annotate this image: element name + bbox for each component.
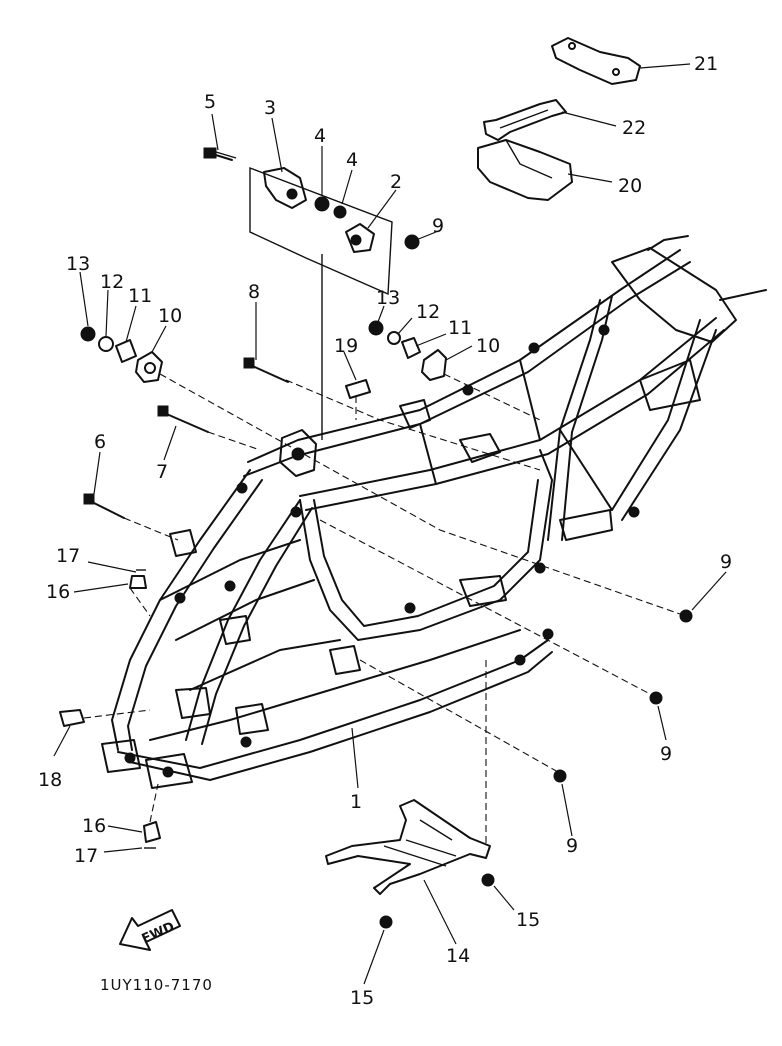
left-collar-stack	[80, 326, 163, 383]
callout-17: 17	[56, 545, 80, 567]
callout-4: 4	[314, 125, 326, 147]
callout-9: 9	[566, 835, 578, 857]
callout-21: 21	[694, 53, 718, 75]
callout-15: 15	[350, 987, 374, 1009]
right-collar-stack	[368, 320, 447, 381]
callout-9: 9	[660, 743, 672, 765]
part-22-bracket	[483, 99, 567, 141]
callout-9: 9	[720, 551, 732, 573]
bolt-6	[83, 493, 125, 519]
callout-16: 16	[46, 581, 70, 603]
part-19-plate	[345, 379, 371, 399]
leader-lines	[53, 63, 727, 985]
bolt-7	[157, 405, 209, 433]
part-18-fitting	[59, 709, 85, 727]
engine-mount-bracket-group	[203, 147, 420, 440]
bolt-8	[243, 357, 289, 383]
callout-10: 10	[158, 305, 182, 327]
callout-13: 13	[376, 287, 400, 309]
fwd-arrow-icon: FWD	[119, 909, 181, 951]
callout-2: 2	[390, 171, 402, 193]
callout-16: 16	[82, 815, 106, 837]
part-15-bolts	[379, 873, 495, 929]
callout-22: 22	[622, 117, 646, 139]
callout-8: 8	[248, 281, 260, 303]
callout-4: 4	[346, 149, 358, 171]
callout-19: 19	[334, 335, 358, 357]
part-20-pad	[477, 139, 573, 201]
callout-3: 3	[264, 97, 276, 119]
callout-14: 14	[446, 945, 470, 967]
callout-18: 18	[38, 769, 62, 791]
callout-9: 9	[432, 215, 444, 237]
part-16-17-lower	[143, 821, 161, 849]
callout-17: 17	[74, 845, 98, 867]
part-16-17-upper	[129, 569, 147, 589]
drawing-code: 1UY110-7170	[100, 976, 213, 994]
callout-1: 1	[350, 791, 362, 813]
callout-12: 12	[100, 271, 124, 293]
part-21-plate	[551, 37, 641, 85]
part-14-skid-plate	[325, 799, 491, 895]
main-frame	[101, 235, 767, 789]
part-9-nuts	[553, 609, 693, 783]
callout-15: 15	[516, 909, 540, 931]
callout-10: 10	[476, 335, 500, 357]
callout-6: 6	[94, 431, 106, 453]
alignment-lines	[83, 373, 681, 846]
callout-5: 5	[204, 91, 216, 113]
callout-11: 11	[448, 317, 472, 339]
callout-20: 20	[618, 175, 642, 197]
callout-12: 12	[416, 301, 440, 323]
callout-labels: 1 2 3 4 4 5 6 7 8 9 9 9 9 10 10 11 11 12…	[38, 53, 732, 1009]
callout-7: 7	[156, 461, 168, 483]
callout-11: 11	[128, 285, 152, 307]
callout-13: 13	[66, 253, 90, 275]
